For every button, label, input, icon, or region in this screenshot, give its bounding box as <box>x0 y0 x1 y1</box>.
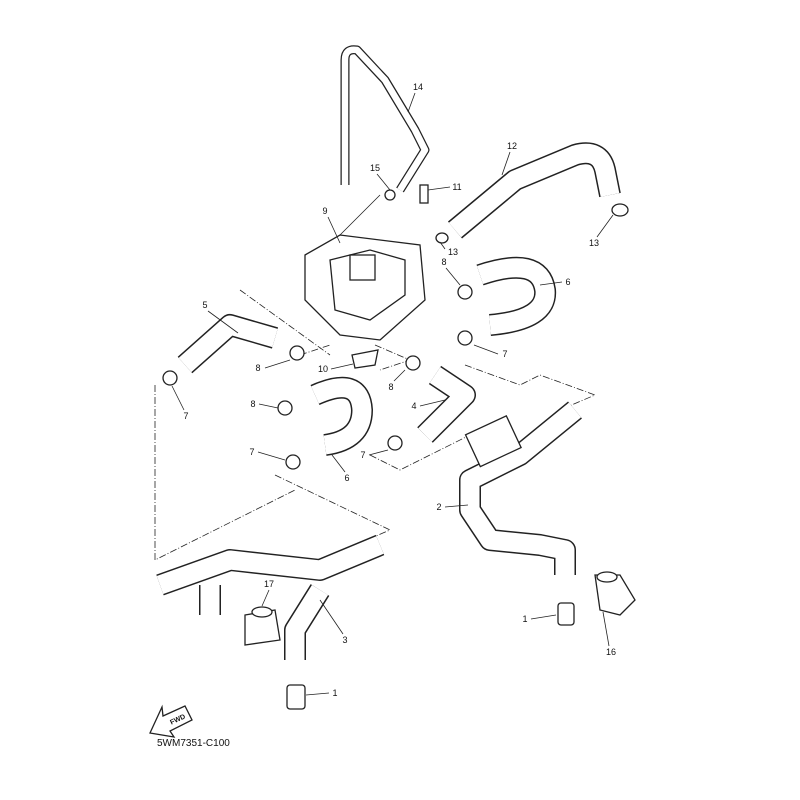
air-valve-body-9 <box>304 194 426 341</box>
callout-1a: 1 <box>522 614 528 624</box>
callout-6a: 6 <box>565 277 571 287</box>
callout-7a: 7 <box>502 349 508 359</box>
fwd-arrow-icon <box>149 704 193 738</box>
callout-7d: 7 <box>360 450 366 460</box>
callout-2: 2 <box>436 502 442 512</box>
callout-7c: 7 <box>249 447 255 457</box>
callout-5: 5 <box>202 300 208 310</box>
callout-14: 14 <box>412 82 424 92</box>
callout-16: 16 <box>605 647 617 657</box>
callout-11: 11 <box>452 182 462 192</box>
callout-8d: 8 <box>250 399 256 409</box>
callout-8a: 8 <box>441 257 447 267</box>
brackets-16-17 <box>244 571 636 646</box>
hose-6-lower <box>310 376 373 456</box>
callout-17: 17 <box>263 579 275 589</box>
callout-6b: 6 <box>344 473 350 483</box>
callout-3: 3 <box>342 635 348 645</box>
diagram-code: 5WM7351-C100 <box>157 738 230 749</box>
callout-13b: 13 <box>588 238 600 248</box>
callout-10: 10 <box>317 364 329 374</box>
hose-6-upper <box>476 256 557 336</box>
hose-5 <box>177 314 279 374</box>
hose-14 <box>340 45 430 193</box>
clamps <box>162 184 629 470</box>
pipe-joints-1 <box>286 602 575 710</box>
callout-12: 12 <box>506 141 518 151</box>
callout-8c: 8 <box>388 382 394 392</box>
callout-4: 4 <box>411 401 417 411</box>
hose-2 <box>459 401 582 575</box>
hose-3 <box>156 534 385 660</box>
callout-15: 15 <box>369 163 381 173</box>
callout-leaders <box>171 92 614 696</box>
callout-13a: 13 <box>447 247 459 257</box>
hose-12 <box>447 142 621 239</box>
callout-8b: 8 <box>255 363 261 373</box>
callout-7b: 7 <box>183 411 189 421</box>
hose-4 <box>417 365 476 443</box>
callout-9: 9 <box>322 206 328 216</box>
callout-1b: 1 <box>332 688 338 698</box>
